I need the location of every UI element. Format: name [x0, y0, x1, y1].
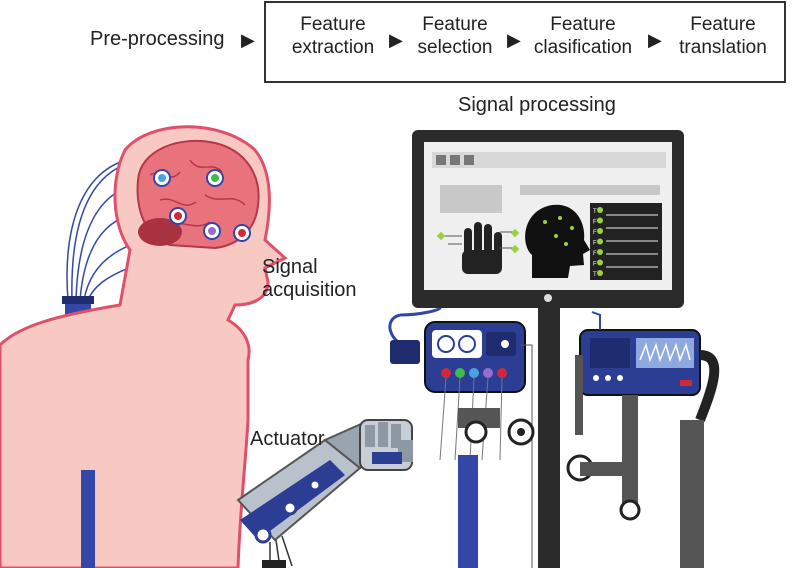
badge-dot: [597, 249, 603, 255]
head-icon: [525, 204, 590, 278]
signal-acquisition-line1: Signal: [262, 256, 318, 278]
step-line1: Feature: [550, 14, 616, 35]
robotic-arm: [236, 418, 413, 568]
step-line1: Feature: [422, 14, 488, 35]
badge-dot: [597, 207, 603, 213]
step-feature-translation: Feature translation: [668, 14, 778, 60]
signal-acquisition-line2: acquisition: [262, 279, 357, 301]
arrow-right-icon: ▶: [241, 30, 255, 50]
step-feature-selection: Feature selection: [406, 14, 504, 60]
apple-logo-icon: [544, 294, 552, 302]
badge-letter: F: [593, 230, 597, 236]
cerebellum: [138, 218, 182, 246]
arrow-right-icon: ▶: [389, 30, 403, 50]
monitor-stand: [538, 308, 560, 568]
badge-letter: F: [593, 262, 597, 268]
pipeline-box: [264, 1, 786, 83]
actuator-label: Actuator: [250, 428, 325, 450]
badge-letter: F: [593, 241, 597, 247]
badge-letter: T: [593, 209, 597, 215]
badge-dot: [597, 228, 603, 234]
oscilloscope: [566, 311, 720, 568]
signal-acquisition-label: Signal acquisition: [262, 256, 357, 302]
badge-letter: F: [593, 220, 597, 226]
step-feature-clasification: Feature clasification: [523, 14, 643, 60]
robot-hand: [359, 419, 413, 471]
badge-letter: T: [593, 272, 597, 278]
step-line2: translation: [679, 36, 767, 58]
eeg-amplifier: [388, 306, 535, 568]
badge-dot: [597, 259, 603, 266]
brain: [136, 139, 260, 250]
human-figure: [0, 125, 288, 568]
badge-dot: [597, 270, 603, 276]
step-line1: Feature: [690, 14, 756, 35]
step-line2: clasification: [533, 36, 633, 58]
signal-processing-label: Signal processing: [458, 94, 616, 116]
badge-dot: [597, 217, 603, 224]
arrow-right-icon: ▶: [507, 30, 521, 50]
electrodes: [153, 169, 251, 242]
badge-letter: F: [593, 251, 597, 257]
step-line2: extraction: [291, 36, 375, 58]
badge-dot: [597, 238, 603, 245]
hand-icon: [436, 222, 520, 274]
arrow-right-icon: ▶: [648, 30, 662, 50]
pre-processing-label: Pre-processing: [90, 28, 225, 50]
step-line2: selection: [417, 36, 493, 58]
step-line1: Feature: [300, 14, 366, 35]
step-feature-extraction: Feature extraction: [280, 14, 386, 60]
